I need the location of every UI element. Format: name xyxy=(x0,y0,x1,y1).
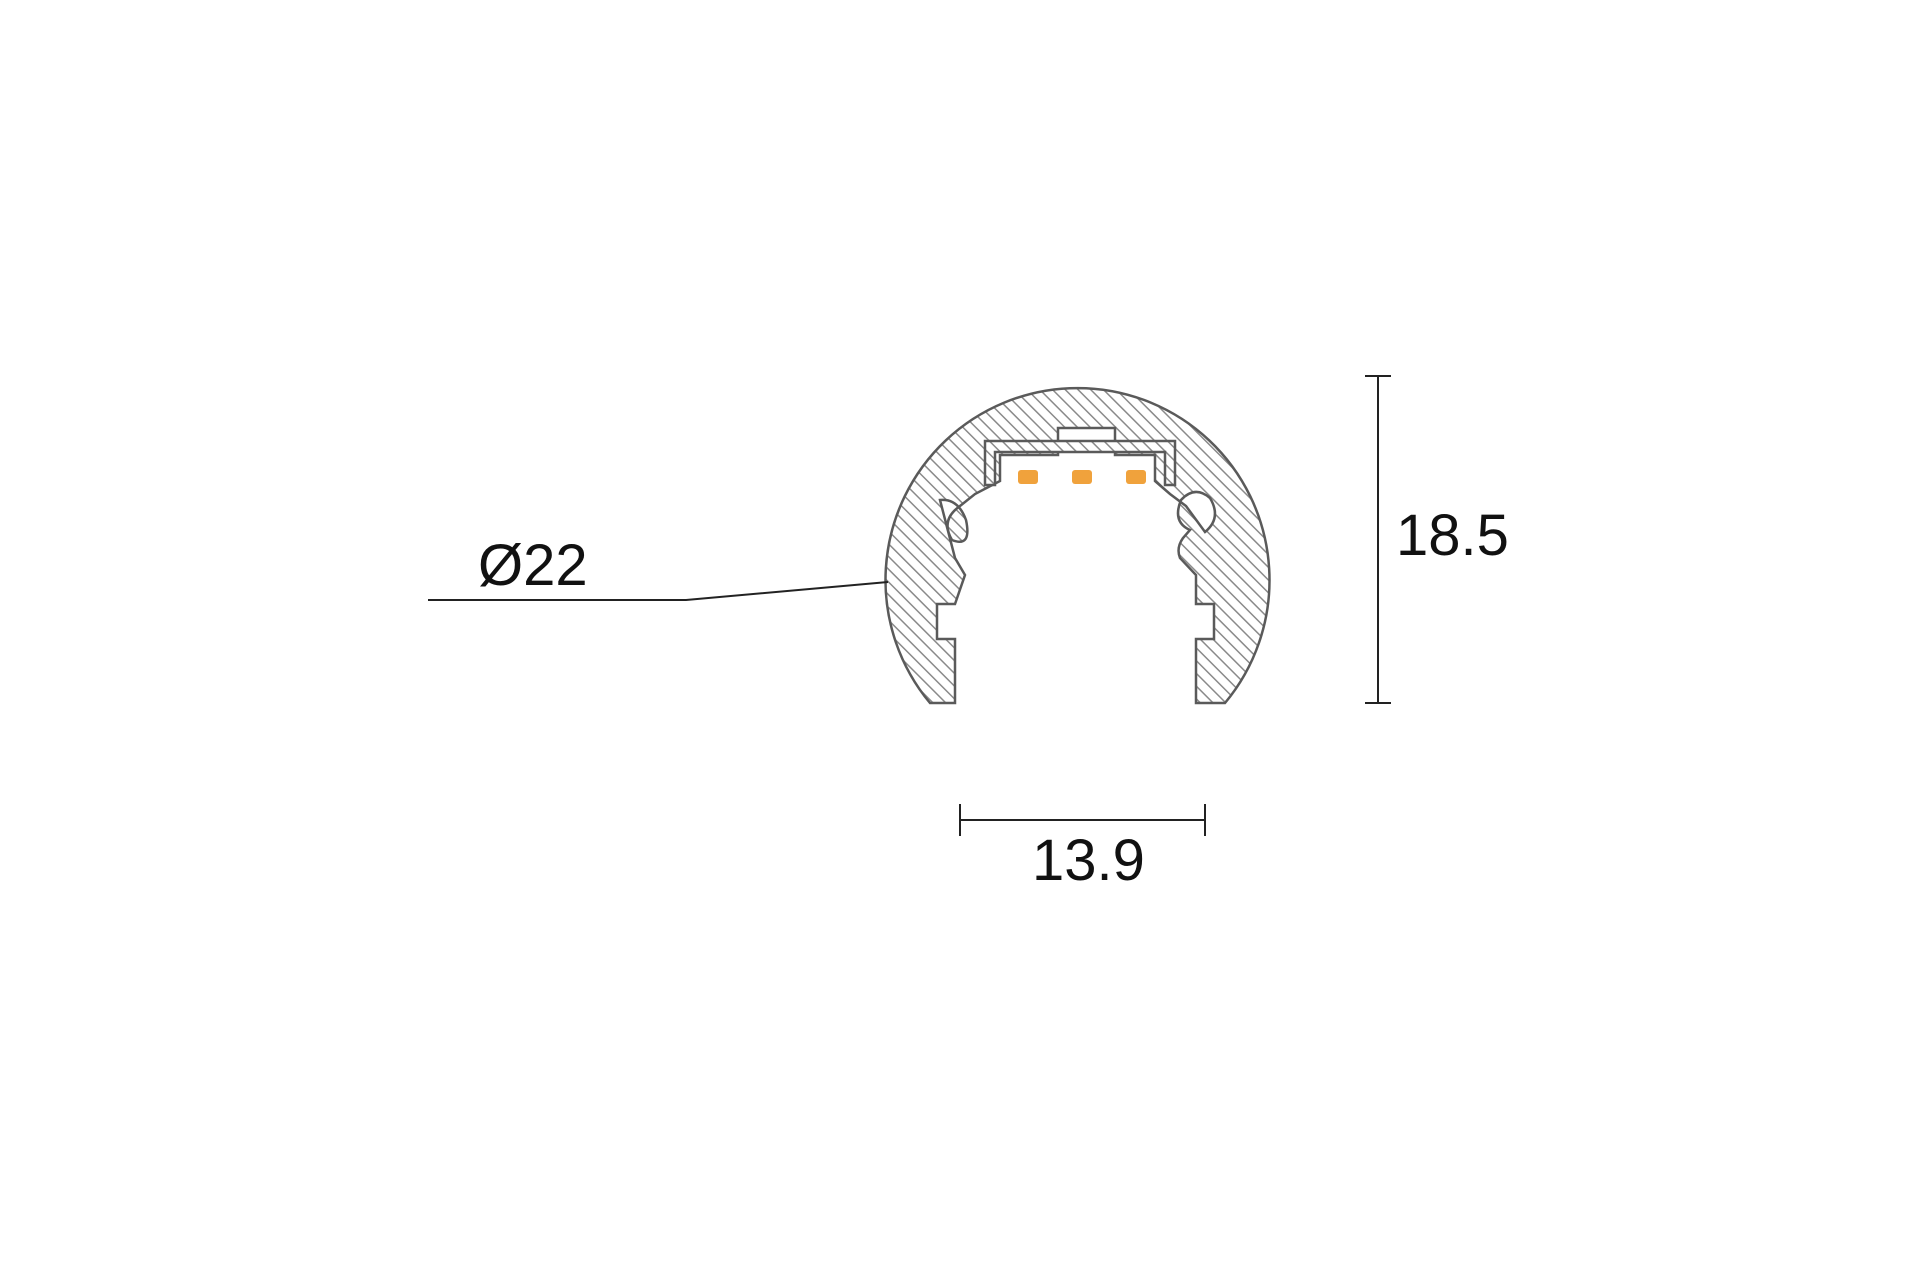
width-label: 13.9 xyxy=(1032,828,1145,893)
led-chip xyxy=(1126,470,1146,484)
height-dimension xyxy=(1365,375,1391,704)
diameter-leader-line xyxy=(428,581,889,601)
diameter-label: Ø22 xyxy=(478,533,588,598)
led-chips xyxy=(1018,470,1146,484)
height-label: 18.5 xyxy=(1396,503,1509,568)
led-chip xyxy=(1018,470,1038,484)
width-dimension xyxy=(959,804,1206,836)
profile-cross-section xyxy=(884,386,1271,705)
led-strip-holder xyxy=(983,439,1177,487)
led-chip xyxy=(1072,470,1092,484)
